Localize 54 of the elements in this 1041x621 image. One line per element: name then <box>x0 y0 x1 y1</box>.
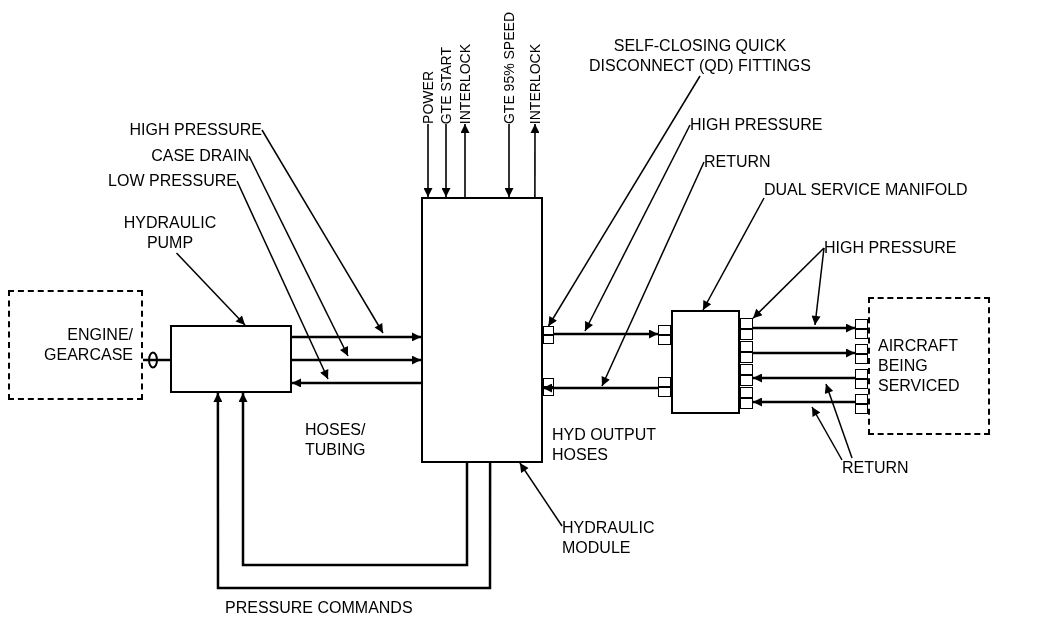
hose-line <box>292 355 421 365</box>
signal-label: GTE START <box>437 46 455 124</box>
hose-line <box>554 329 658 339</box>
leader-line <box>248 155 349 357</box>
signal-label: GTE 95% SPEED <box>500 11 518 124</box>
callout-label: CASE DRAIN <box>151 146 249 166</box>
hose-line <box>292 378 421 388</box>
module-box <box>421 197 543 463</box>
command-line <box>238 393 469 567</box>
callout-label: HYDRAULIC PUMP <box>105 213 235 253</box>
signal-arrow <box>504 123 514 198</box>
hose-line <box>753 397 855 407</box>
hose-line <box>753 348 855 358</box>
callout-label: RETURN <box>842 458 909 478</box>
text-label: HOSES/ TUBING <box>305 420 367 460</box>
leader-line <box>584 124 691 332</box>
callout-label: LOW PRESSURE <box>108 171 237 191</box>
leader-line <box>236 180 329 380</box>
hose-line <box>543 383 658 393</box>
callout-label: HIGH PRESSURE <box>690 115 823 135</box>
hose-line <box>753 373 855 383</box>
callout-label: HIGH PRESSURE <box>824 238 957 258</box>
text-label: PRESSURE COMMANDS <box>225 598 413 618</box>
leader-line <box>175 252 246 326</box>
drive-shaft <box>143 358 170 362</box>
callout-label: HIGH PRESSURE <box>129 120 262 140</box>
leader-line <box>702 197 765 311</box>
leader-line <box>519 462 563 527</box>
signal-arrow <box>460 123 470 198</box>
leader-line <box>752 247 825 320</box>
signal-arrow <box>423 123 433 198</box>
leader-line <box>811 247 825 326</box>
leader-line <box>601 161 705 387</box>
signal-arrow <box>441 123 451 198</box>
qd-fitting <box>543 326 554 344</box>
manifold-drawing <box>658 310 753 414</box>
signal-label: INTERLOCK <box>456 43 474 124</box>
callout-label: RETURN <box>704 152 771 172</box>
leader-line <box>811 406 843 461</box>
pump-box <box>170 325 292 393</box>
leader-line <box>824 383 853 459</box>
callout-label: SELF-CLOSING QUICK DISCONNECT (QD) FITTINGS <box>570 6 830 76</box>
callout-label: HYDRAULIC MODULE <box>562 518 672 558</box>
signal-label: POWER <box>419 71 437 124</box>
text-label: HYD OUTPUT HOSES <box>552 425 657 465</box>
hose-line <box>292 332 421 342</box>
engine-gearcase-box: ENGINE/ GEARCASE <box>8 290 143 400</box>
signal-arrow <box>530 123 540 198</box>
signal-label: INTERLOCK <box>526 43 544 124</box>
command-line <box>213 393 492 590</box>
callout-label: DUAL SERVICE MANIFOLD <box>764 180 968 200</box>
leader-line <box>261 129 384 334</box>
hose-line <box>753 323 855 333</box>
leader-line <box>547 75 701 327</box>
